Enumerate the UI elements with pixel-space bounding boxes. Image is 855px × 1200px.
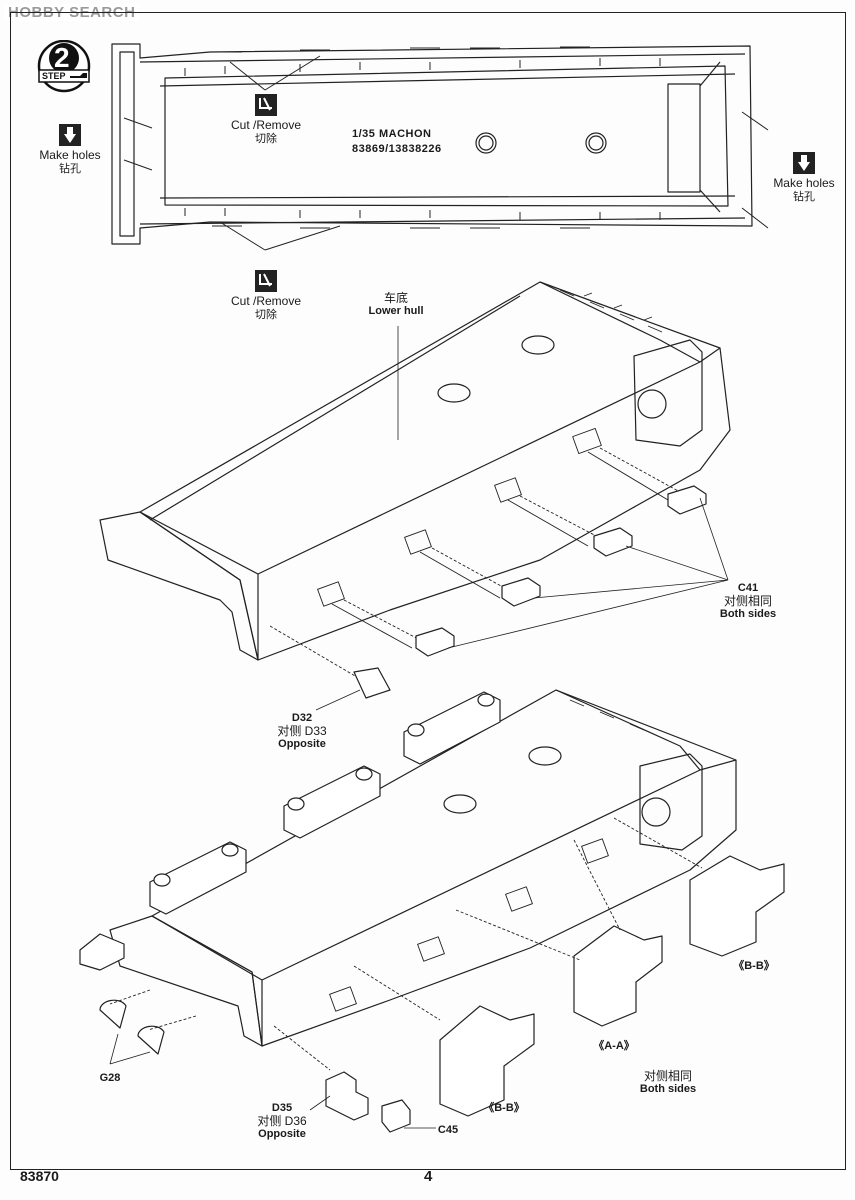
- part-label-d35: D35 对侧 D36 Opposite: [257, 1102, 307, 1140]
- part-label-c45: C45: [437, 1124, 459, 1136]
- drill-icon: [59, 124, 81, 146]
- part-label-aa: 《A-A》: [593, 1040, 635, 1052]
- cut-remove-top-label: Cut /Remove 切除: [222, 94, 310, 146]
- part-label-lower-hull: 车底 Lower hull: [368, 291, 424, 318]
- page-number: 4: [424, 1168, 433, 1185]
- mold-marking: 1/35 MACHON 83869/13838226: [352, 128, 442, 155]
- page-frame: [10, 12, 846, 1170]
- part-label-bb-upper: 《B-B》: [733, 960, 775, 972]
- part-label-g28: G28: [99, 1072, 121, 1084]
- cut-icon: [255, 94, 277, 116]
- step-badge: 2 STEP: [36, 39, 92, 96]
- part-label-d32: D32 对侧 D33 Opposite: [277, 712, 327, 750]
- hull-top-view: [111, 43, 769, 251]
- lower-hull-upper-view: [99, 281, 731, 711]
- step-number: 2: [54, 42, 70, 73]
- part-label-bb-lower: 《B-B》: [483, 1102, 525, 1114]
- cut-remove-bottom-label: Cut /Remove 切除: [222, 270, 310, 322]
- kit-number: 83870: [20, 1168, 59, 1184]
- step-badge-icon: [37, 39, 91, 93]
- make-holes-left-label: Make holes 钻孔: [34, 124, 106, 176]
- part-label-c41: C41 对侧相同 Both sides: [719, 582, 777, 620]
- lower-hull-lower-view: [79, 689, 785, 1133]
- step-word: STEP: [42, 71, 66, 81]
- part-label-both-sides: 对侧相同 Both sides: [639, 1069, 697, 1096]
- make-holes-right-label: Make holes 钻孔: [766, 152, 842, 204]
- drill-icon: [793, 152, 815, 174]
- cut-icon: [255, 270, 277, 292]
